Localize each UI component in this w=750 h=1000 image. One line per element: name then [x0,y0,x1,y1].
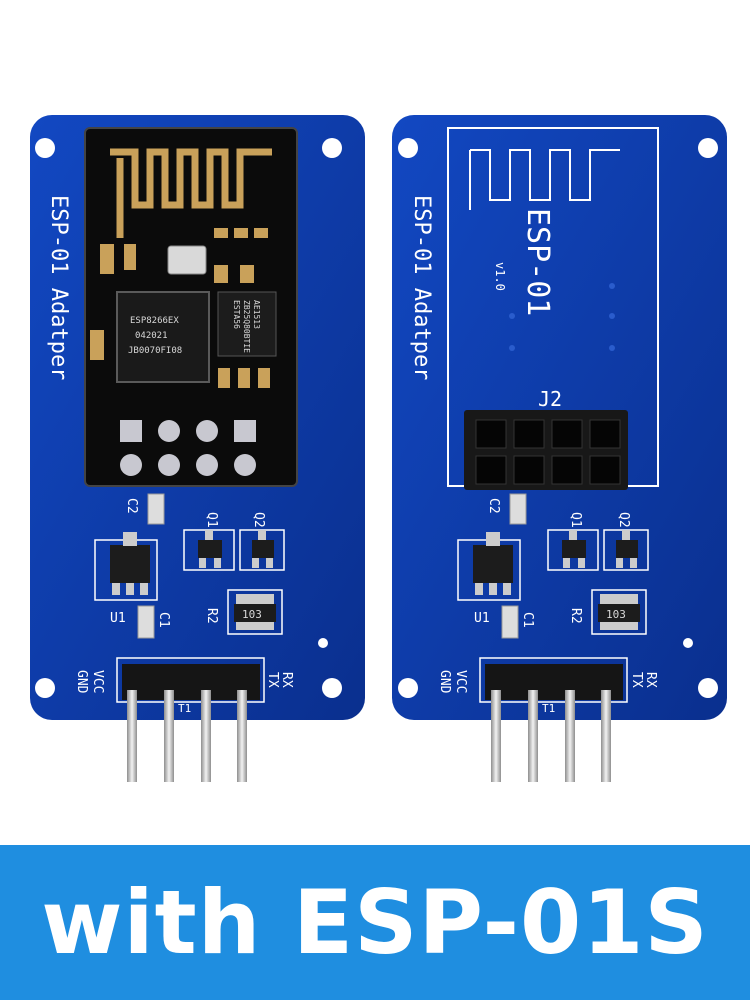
svg-text:Q2: Q2 [616,512,631,528]
esp01s-module: ESP8266EX 042021 JB0070FI08 ESTA56 ZB25Q… [84,127,298,487]
right-adapter-board: ESP-01 Adatper ESP-01 v1.0 J2 C2 [392,115,727,782]
crystal [167,245,207,275]
left-adapter-board: ESP-01 Adatper ESP8266EX 042021 JB0070FI… [30,115,365,782]
esp8266-chip: ESP8266EX 042021 JB0070FI08 [116,291,210,383]
svg-text:103: 103 [242,608,262,621]
module-label: ESP-01 [520,208,555,316]
svg-text:R2: R2 [568,608,583,624]
mounting-hole [322,678,342,698]
svg-text:ZB25Q80BTIE: ZB25Q80BTIE [242,300,251,353]
pin-header [116,657,265,782]
resistor-array: 103 [591,589,647,635]
mounting-hole [698,678,718,698]
caption-banner: with ESP-01S [0,845,750,1000]
mounting-hole [398,678,418,698]
antenna-trace [110,148,272,238]
resistor-array: 103 [227,589,283,635]
svg-text:ESP8266EX: ESP8266EX [130,316,179,326]
svg-text:C1: C1 [156,612,171,628]
svg-text:042021: 042021 [135,331,168,341]
svg-text:ESTA56: ESTA56 [232,300,241,329]
svg-text:C2: C2 [486,498,501,514]
svg-text:C1: C1 [520,612,535,628]
pin-label-vcc: VCC [90,670,105,693]
mounting-hole [35,678,55,698]
svg-text:JB0070FI08: JB0070FI08 [128,346,182,356]
svg-text:C2: C2 [124,498,139,514]
svg-text:103: 103 [606,608,626,621]
pin-label-rx: RX [643,672,658,688]
mounting-hole [35,138,55,158]
pin-label-tx: TX [629,672,644,688]
transistor-q2 [603,529,649,571]
svg-text:T1: T1 [178,702,191,715]
mounting-hole [322,138,342,158]
pin-label-vcc: VCC [453,670,468,693]
svg-text:U1: U1 [110,611,126,626]
pin-label-gnd: GND [437,670,452,694]
mounting-hole [698,138,718,158]
svg-text:U1: U1 [474,611,490,626]
product-photo: ESP-01 Adatper ESP8266EX 042021 JB0070FI… [30,115,727,782]
caption-text: with ESP-01S [41,871,709,974]
pin-label-rx: RX [279,672,294,688]
board-side-label: ESP-01 Adatper [409,195,434,380]
pin-label-tx: TX [265,672,280,688]
module-pin-pads [120,420,256,476]
pin-label-gnd: GND [74,670,89,694]
svg-text:R2: R2 [204,608,219,624]
svg-text:Q1: Q1 [568,512,583,528]
female-header-j2 [464,410,628,490]
mounting-hole [398,138,418,158]
board-side-label: ESP-01 Adatper [46,195,71,380]
svg-text:AE1513: AE1513 [252,300,261,329]
transistor-q2 [239,529,285,571]
antenna-outline [469,149,620,210]
version-label: v1.0 [493,262,507,291]
pin-header [479,657,628,782]
flash-chip: ESTA56 ZB25Q80BTIE AE1513 [217,291,277,357]
transistor-q1 [547,529,599,571]
voltage-regulator [457,532,521,601]
svg-text:T1: T1 [542,702,555,715]
voltage-regulator [94,532,158,601]
connector-label: J2 [538,387,562,411]
transistor-q1 [183,529,235,571]
svg-text:Q1: Q1 [204,512,219,528]
svg-text:Q2: Q2 [251,512,266,528]
